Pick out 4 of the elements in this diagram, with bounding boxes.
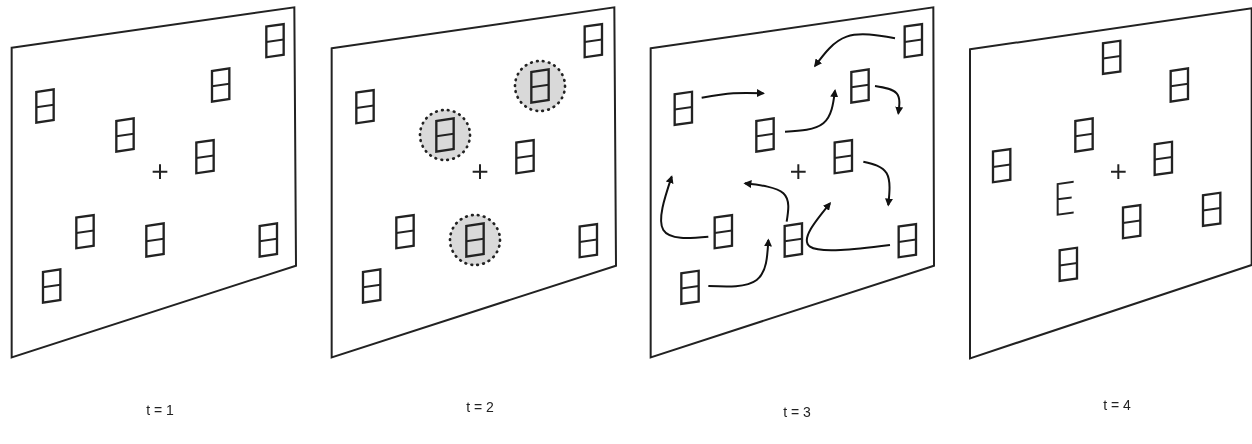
time-step-label: t = 3 — [783, 404, 811, 420]
time-step-label: t = 1 — [146, 402, 174, 418]
time-step-label: t = 4 — [1103, 397, 1131, 413]
time-step-label: t = 2 — [466, 399, 494, 415]
